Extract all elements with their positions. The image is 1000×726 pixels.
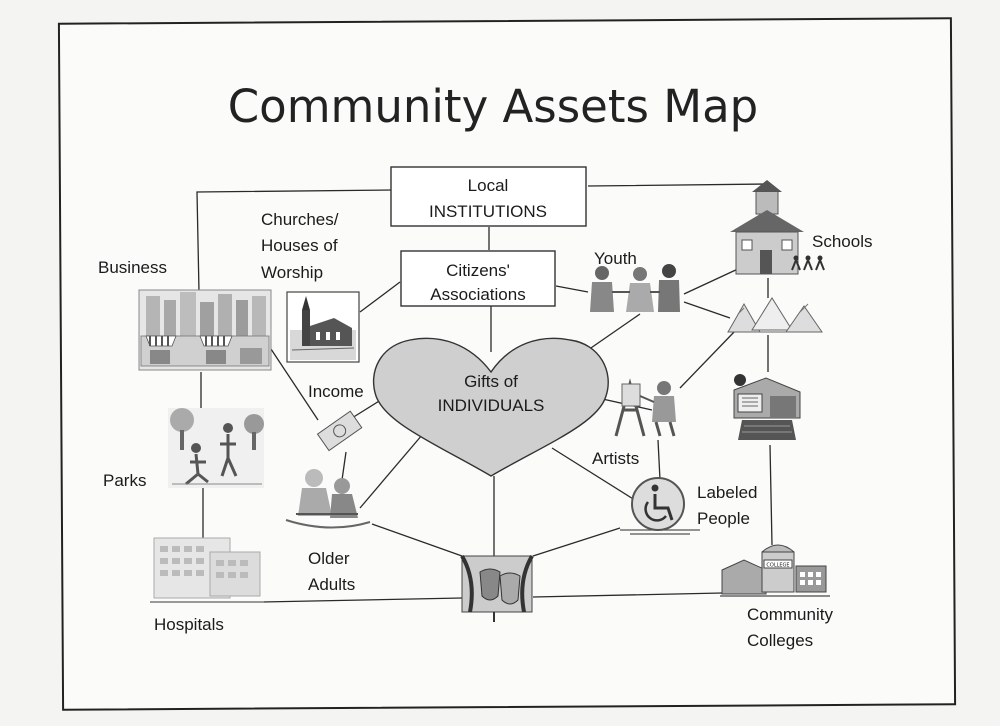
heart-line2: INDIVIDUALS — [438, 396, 545, 415]
link-artists-fair — [679, 329, 737, 389]
schoolhouse-icon — [730, 180, 825, 275]
painter-easel-icon — [614, 378, 676, 437]
local-institutions-line1: Local — [468, 176, 509, 195]
link-theater-college — [532, 592, 723, 598]
link-associations-church — [359, 281, 401, 313]
youth-group-icon — [590, 264, 680, 312]
city-storefront-icon — [138, 289, 272, 371]
link-youth-schools — [683, 267, 741, 295]
label-labeled-line2: People — [697, 509, 750, 528]
hospital-building-icon — [150, 537, 264, 603]
link-income-older — [341, 451, 347, 481]
label-churches-line3: Worship — [261, 263, 323, 282]
link-associations-youth — [555, 285, 589, 293]
park-activities-icon — [168, 408, 264, 488]
fair-tents-icon — [727, 297, 823, 333]
link-hospitals-theater — [261, 597, 463, 603]
label-income: Income — [308, 382, 364, 401]
label-youth: Youth — [594, 249, 637, 268]
label-labeled-line1: Labeled — [697, 483, 758, 502]
money-icon — [316, 410, 363, 452]
label-community-colleges-line1: Community — [747, 605, 833, 624]
link-institutions-right — [587, 183, 769, 195]
citizens-associations-box: Citizens' Associations — [400, 250, 556, 307]
heart-line1: Gifts of — [464, 372, 518, 391]
link-business-income — [264, 339, 319, 421]
label-older-line1: Older — [308, 549, 350, 568]
label-hospitals: Hospitals — [154, 615, 224, 634]
citizens-associations-line1: Citizens' — [446, 261, 510, 280]
link-institutions-left — [196, 189, 393, 293]
link-artists-labeled — [657, 439, 661, 481]
college-campus-icon: COLLEGE — [720, 544, 830, 597]
theater-masks-icon — [460, 554, 534, 622]
link-library-college — [769, 444, 773, 546]
heart-shape — [372, 337, 609, 477]
college-sign-text: COLLEGE — [766, 563, 789, 569]
label-older-line2: Adults — [308, 575, 355, 594]
label-artists: Artists — [592, 449, 639, 468]
label-community-colleges-line2: Colleges — [747, 631, 813, 650]
link-labeled-theater — [532, 527, 621, 557]
label-parks: Parks — [103, 471, 146, 490]
label-churches-line2: Houses of — [261, 236, 338, 255]
older-adults-icon — [285, 469, 371, 529]
link-older-theater — [371, 523, 463, 557]
citizens-associations-line2: Associations — [430, 285, 525, 304]
local-institutions-box: Local INSTITUTIONS — [390, 166, 587, 227]
label-business: Business — [98, 258, 167, 277]
wheelchair-icon — [620, 477, 700, 535]
church-icon — [286, 291, 360, 363]
link-youth-fair — [683, 301, 731, 319]
page-title: Community Assets Map — [228, 80, 758, 133]
link-heart-older — [359, 427, 429, 509]
local-institutions-line2: INSTITUTIONS — [429, 202, 547, 221]
link-heart-labeled — [551, 447, 639, 503]
label-schools: Schools — [812, 232, 872, 251]
library-building-icon — [733, 374, 801, 440]
gifts-heart: Gifts of INDIVIDUALS — [372, 337, 609, 477]
label-churches-line1: Churches/ — [261, 210, 339, 229]
link-heart-youth — [587, 313, 641, 351]
